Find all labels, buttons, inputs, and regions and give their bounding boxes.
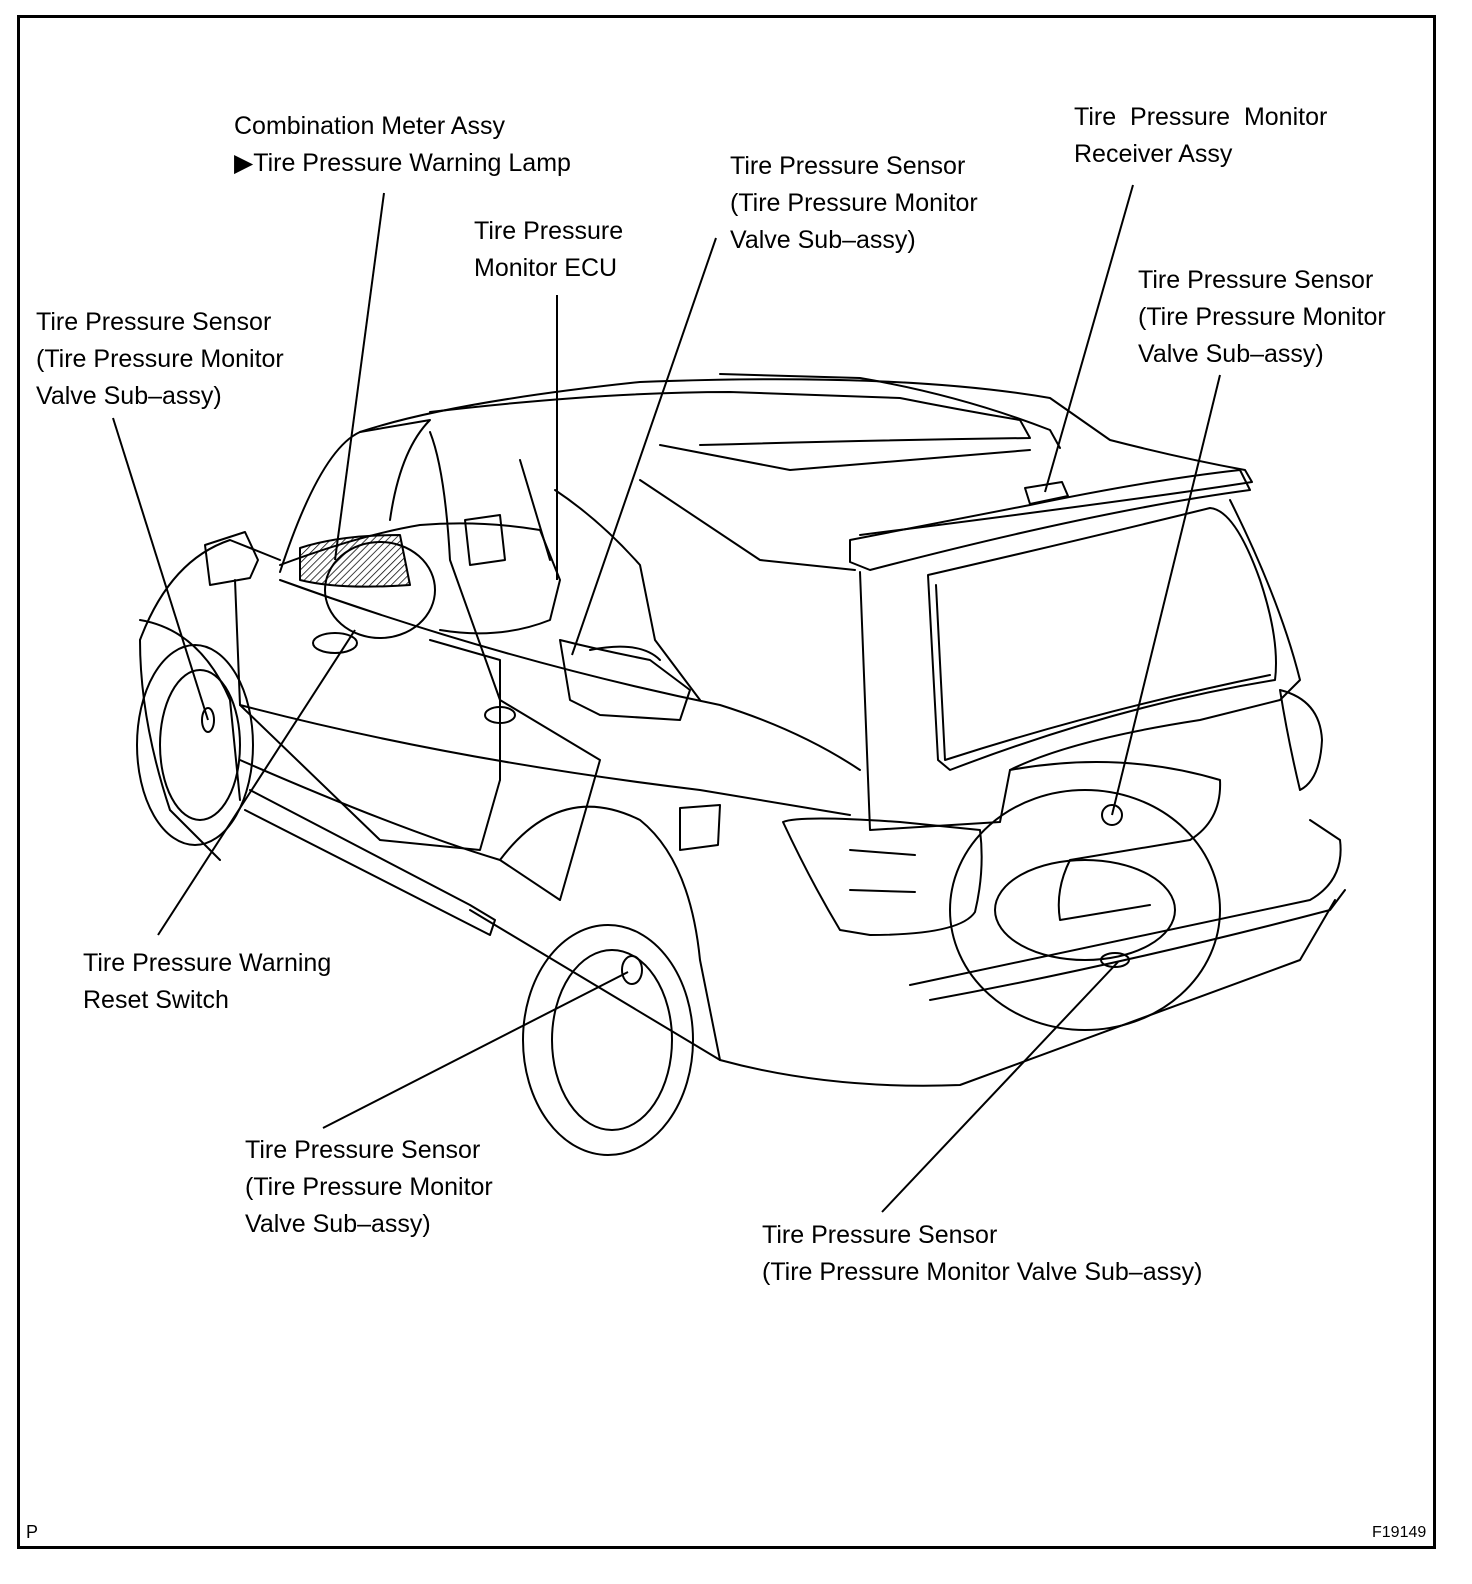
side-mirror [204,531,259,586]
tail-lamp-right [1279,689,1323,791]
label-sensor-front-left: Tire Pressure Sensor (Tire Pressure Moni… [36,304,284,415]
diagram-frame [17,15,1436,1549]
fuel-door [679,804,721,851]
rear-hatch [859,499,1301,831]
roof-outline [359,378,1253,536]
rear-door-handle [484,706,516,724]
label-reset-switch-line2: Reset Switch [83,986,229,1014]
b-pillar [429,431,501,781]
label-sensor-front-left-line2: (Tire Pressure Monitor [36,345,284,373]
leader-combination-meter [334,192,385,561]
front-door-handle [312,632,358,654]
label-sensor-spare-line2: (Tire Pressure Monitor Valve Sub–assy) [762,1258,1203,1286]
sunroof [659,444,1031,471]
label-sensor-spare-line1: Tire Pressure Sensor [762,1221,998,1249]
sensor-rear-left [621,955,643,985]
body-beltline [239,704,851,816]
sensor-spare [1100,952,1130,968]
label-sensor-front-right-line3: Valve Sub–assy) [730,226,916,254]
d-pillar [639,479,856,571]
label-monitor-ecu: Tire Pressure Monitor ECU [474,213,623,287]
receiver-module [1024,481,1069,505]
leader-reset-switch [157,629,356,936]
roof-rack-bar [719,373,1061,449]
rear-window-inner [935,584,1271,761]
label-sensor-rear-left-line3: Valve Sub–assy) [245,1210,431,1238]
rear-window [927,507,1277,771]
label-sensor-spare: Tire Pressure Sensor (Tire Pressure Moni… [762,1217,1202,1291]
tail-lamp-left [782,817,983,936]
label-sensor-rear-right: Tire Pressure Sensor (Tire Pressure Moni… [1138,262,1386,373]
spare-tire-inner [994,859,1176,961]
label-receiver: Tire Pressure Monitor Receiver Assy [1074,99,1327,173]
label-combination-meter: Combination Meter Assy ▶Tire Pressure Wa… [234,108,571,182]
label-sensor-front-right-line2: (Tire Pressure Monitor [730,189,978,217]
rear-wheel-arch [499,805,721,1061]
label-monitor-ecu-line1: Tire Pressure [474,217,624,245]
rear-wheel-rim [551,949,673,1131]
label-receiver-line2: Receiver Assy [1074,140,1233,168]
c-pillar [554,489,701,701]
leader-receiver [1044,184,1134,493]
front-wheel [136,644,254,846]
label-receiver-line1: Tire Pressure Monitor [1074,103,1328,131]
label-combination-meter-line1: Combination Meter Assy [234,112,505,140]
label-sensor-rear-right-line2: (Tire Pressure Monitor [1138,303,1386,331]
center-console [559,639,691,721]
sensor-front-left [201,707,215,733]
label-sensor-rear-right-line1: Tire Pressure Sensor [1138,266,1374,294]
roof-rail [429,391,1031,446]
front-door [234,579,501,851]
label-monitor-ecu-line2: Monitor ECU [474,254,618,282]
body-lower [239,759,721,1061]
a-pillar [279,419,431,573]
rear-spoiler [849,469,1251,571]
body-side-line [279,579,861,771]
seat [589,645,661,661]
label-sensor-front-right-line1: Tire Pressure Sensor [730,152,966,180]
label-sensor-rear-left: Tire Pressure Sensor (Tire Pressure Moni… [245,1132,493,1243]
label-sensor-front-right: Tire Pressure Sensor (Tire Pressure Moni… [730,148,978,259]
leader-sensor-front-left [112,417,209,721]
rear-lower-body [719,899,1336,1087]
label-sensor-front-left-line1: Tire Pressure Sensor [36,308,272,336]
rear-wheel [522,924,694,1156]
leader-sensor-rear-right [1111,374,1221,816]
meter-cluster [299,534,411,588]
leader-sensor-rear-left [322,971,629,1129]
figure-number: F19149 [1372,1524,1427,1541]
sensor-rear-right [1101,804,1123,826]
label-reset-switch-line1: Tire Pressure Warning [83,949,332,977]
front-fender [139,639,221,861]
label-combination-meter-line2: ▶Tire Pressure Warning Lamp [234,149,571,177]
leader-sensor-front-right [571,237,717,656]
rocker-panel [244,789,496,936]
leader-sensor-spare [881,961,1119,1213]
label-sensor-rear-left-line2: (Tire Pressure Monitor [245,1173,493,1201]
label-reset-switch: Tire Pressure Warning Reset Switch [83,945,331,1019]
spare-cover [1009,761,1222,921]
corner-code-left: P [26,1522,39,1542]
label-sensor-front-left-line3: Valve Sub–assy) [36,382,222,410]
label-sensor-rear-right-line3: Valve Sub–assy) [1138,340,1324,368]
tail-lamp-left-inner [849,849,916,893]
front-wheel-arch [139,619,241,801]
console-screen [464,514,506,566]
front-wheel-rim [159,669,241,821]
label-sensor-rear-left-line1: Tire Pressure Sensor [245,1136,481,1164]
spare-tire [949,789,1221,1031]
